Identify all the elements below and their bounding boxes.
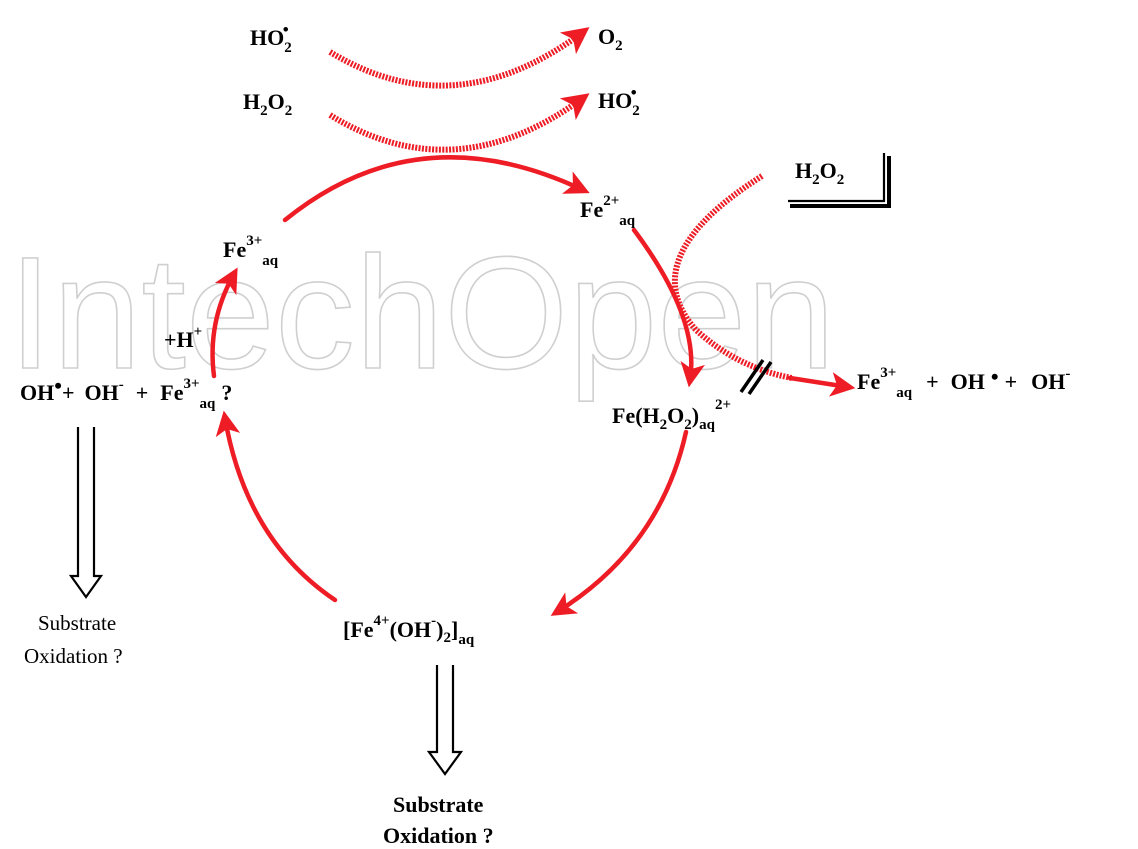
down-arrow-left xyxy=(68,427,104,599)
substrate-bottom-line1: Substrate xyxy=(393,792,484,817)
label-h2o2-left: H2O2 xyxy=(243,89,292,119)
label-proton: +H+ xyxy=(164,324,202,352)
arc-h2o2-to-ho2 xyxy=(328,93,590,153)
label-h2o2-box: H2O2 xyxy=(795,158,844,188)
label-ferryl: [Fe4+(OH-)2]aq xyxy=(343,613,475,648)
block-mark-2 xyxy=(747,361,773,395)
h2o2-box-bracket xyxy=(788,153,886,203)
arrow-fe3-to-fe2 xyxy=(282,155,590,223)
substrate-left-line2: Oxidation ? xyxy=(24,644,123,668)
arrow-proton-to-fe3 xyxy=(210,267,238,379)
h2o2-box-shadow xyxy=(790,156,891,208)
products-right: Fe3+aq+OH•+OH- xyxy=(857,364,1070,401)
arrow-to-free-radical xyxy=(787,372,856,397)
arc-h2o2-attack xyxy=(671,173,793,381)
label-fe-h2o2-complex: Fe(H2O2)aq2+ xyxy=(612,397,731,433)
down-arrow-bottom xyxy=(426,665,464,776)
label-fe2: Fe2+aq xyxy=(580,193,636,229)
products-left: OH•+OH-+Fe3+aq? xyxy=(20,373,232,412)
block-mark-1 xyxy=(739,359,765,393)
label-ho2-top-left: HO2• xyxy=(250,20,292,56)
arrow-complex-to-ferryl xyxy=(550,429,689,616)
substrate-left-line1: Substrate xyxy=(38,611,116,635)
arc-ho2-to-o2 xyxy=(328,27,590,89)
substrate-bottom-line2: Oxidation ? xyxy=(383,823,494,848)
label-o2: O2 xyxy=(598,24,623,54)
arrow-ferryl-to-fe3 xyxy=(215,410,338,603)
arrow-fe2-to-complex xyxy=(631,227,705,388)
label-fe3-left: Fe3+aq xyxy=(223,233,279,269)
watermark: IntechOpen xyxy=(8,223,835,402)
label-ho2-right: HO2• xyxy=(598,83,640,119)
